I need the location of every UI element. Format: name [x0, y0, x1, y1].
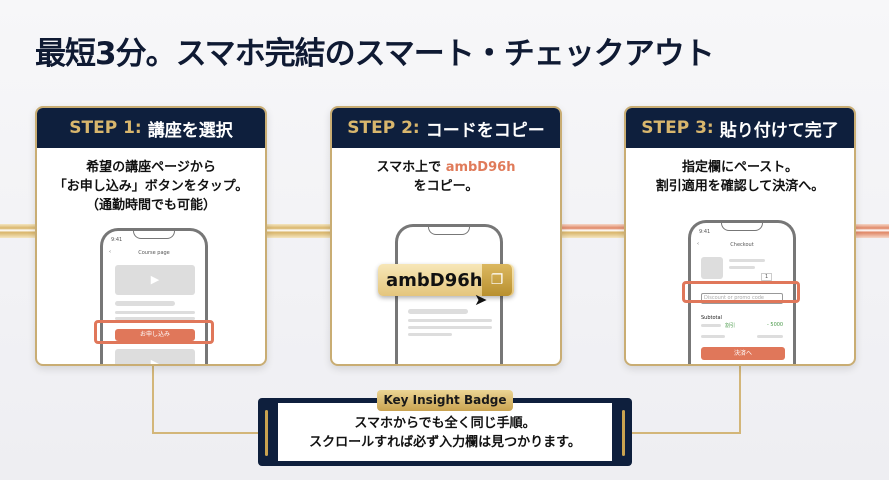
connector-band — [266, 224, 330, 238]
promo-code: ambD96h — [386, 269, 483, 291]
step-heading: 講座を選択 — [147, 120, 233, 141]
decorative-bar — [622, 410, 625, 456]
text-placeholder — [701, 324, 721, 327]
product-image — [701, 257, 723, 279]
discount-value: - 5000 — [767, 322, 784, 328]
phone-time: 9:41 — [699, 229, 711, 235]
connector-band — [562, 224, 624, 238]
text-placeholder — [729, 259, 765, 262]
step-card-1: STEP 1:講座を選択 希望の講座ページから 「お申し込み」ボタンをタップ。 … — [35, 106, 267, 366]
checkout-button[interactable]: 決済へ — [701, 347, 785, 360]
step-heading: 貼り付けて完了 — [719, 120, 839, 141]
video-thumbnail[interactable]: ▶ — [115, 349, 195, 364]
step-number: STEP 3: — [641, 118, 714, 138]
phone-mockup: 9:41 ‹ Checkout 1 Discount or promo code… — [688, 220, 796, 364]
page-title: 最短3分。スマホ完結のスマート・チェックアウト — [35, 36, 715, 72]
desc-line: 指定欄にペースト。 — [681, 160, 799, 175]
connector-band — [0, 224, 36, 238]
phone-mockup: 9:41 ‹ Course page ▶ お申し込み ▶ — [100, 228, 208, 364]
text-placeholder — [408, 333, 452, 336]
quantity-stepper[interactable]: 1 — [761, 273, 773, 281]
promo-code-input[interactable]: Discount or promo code — [701, 293, 783, 304]
step-header: STEP 1:講座を選択 — [37, 108, 265, 148]
discount-label: 割引 — [725, 323, 736, 329]
text-placeholder — [729, 266, 755, 269]
phone-time: 9:41 — [111, 237, 123, 243]
text-placeholder — [115, 301, 175, 306]
step-heading: コードをコピー — [425, 120, 545, 141]
promo-code-chip[interactable]: ambD96h ❐ — [378, 264, 514, 296]
phone-screen-title: Checkout — [730, 242, 754, 248]
connector-line — [152, 432, 260, 434]
copy-icon[interactable]: ❐ — [482, 264, 512, 296]
desc-text: スマホ上で — [376, 160, 446, 175]
desc-line: 「お申し込み」ボタンをタップ。 — [53, 179, 249, 194]
insight-text: スマホからでも全く同じ手順。 スクロールすれば必ず入力欄は見つかります。 — [278, 403, 612, 461]
connector-band — [855, 224, 889, 238]
connector-line — [152, 366, 154, 434]
insight-line: スクロールすれば必ず入力欄は見つかります。 — [309, 435, 581, 450]
promo-code-inline: ambD96h — [445, 160, 516, 175]
back-icon[interactable]: ‹ — [109, 249, 111, 255]
phone-notch — [428, 227, 470, 235]
decorative-bar — [265, 410, 268, 456]
desc-line: 割引適用を確認して決済へ。 — [655, 179, 825, 194]
phone-screen-title: Course page — [138, 250, 170, 256]
text-placeholder — [757, 335, 783, 338]
video-thumbnail[interactable]: ▶ — [115, 265, 195, 295]
apply-button[interactable]: お申し込み — [115, 329, 195, 341]
badge-label: Key Insight Badge — [377, 390, 513, 411]
highlight-box — [94, 320, 214, 344]
step-description: 指定欄にペースト。 割引適用を確認して決済へ。 — [626, 158, 854, 196]
insight-line: スマホからでも全く同じ手順。 — [354, 416, 536, 431]
highlight-box — [682, 281, 800, 303]
step-header: STEP 3:貼り付けて完了 — [626, 108, 854, 148]
text-placeholder — [701, 335, 725, 338]
step-description: 希望の講座ページから 「お申し込み」ボタンをタップ。 （通勤時間でも可能） — [37, 158, 265, 215]
desc-line: （通勤時間でも可能） — [85, 198, 216, 213]
text-placeholder — [115, 317, 195, 320]
connector-line — [630, 432, 741, 434]
step-number: STEP 2: — [347, 118, 420, 138]
text-placeholder — [115, 311, 195, 314]
step-number: STEP 1: — [69, 118, 142, 138]
text-placeholder — [408, 319, 492, 322]
desc-line: 希望の講座ページから — [86, 160, 216, 175]
text-placeholder — [408, 326, 492, 329]
desc-line: をコピー。 — [413, 179, 479, 194]
connector-line — [739, 366, 741, 434]
back-icon[interactable]: ‹ — [697, 241, 699, 247]
step-card-3: STEP 3:貼り付けて完了 指定欄にペースト。 割引適用を確認して決済へ。 9… — [624, 106, 856, 366]
subtotal-label: Subtotal — [701, 315, 722, 321]
step-description: スマホ上で ambD96h をコピー。 — [332, 158, 560, 196]
step-header: STEP 2:コードをコピー — [332, 108, 560, 148]
phone-notch — [133, 231, 175, 239]
text-placeholder — [408, 309, 468, 314]
step-card-2: STEP 2:コードをコピー スマホ上で ambD96h をコピー。 — [330, 106, 562, 366]
phone-notch — [721, 223, 763, 231]
cursor-icon: ➤ — [474, 290, 488, 309]
